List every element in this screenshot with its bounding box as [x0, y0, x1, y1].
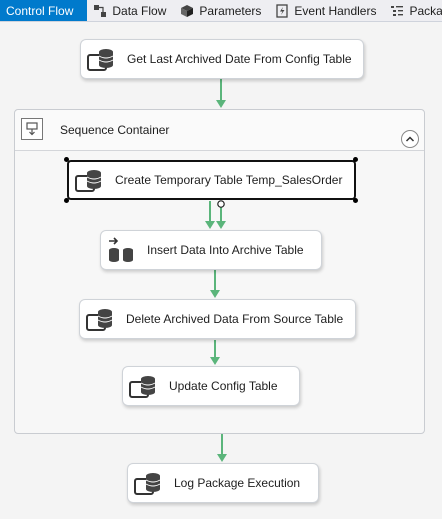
- selection-handle[interactable]: [64, 157, 69, 162]
- sequence-container-icon: [21, 118, 43, 140]
- tab-label: Data Flow: [112, 3, 167, 18]
- tab-label: Control Flow: [6, 3, 74, 18]
- selection-handle[interactable]: [353, 198, 358, 203]
- task-delete-archived-data[interactable]: Delete Archived Data From Source Table: [79, 299, 356, 339]
- task-label: Update Config Table: [169, 379, 278, 393]
- task-label: Create Temporary Table Temp_SalesOrder: [115, 173, 343, 187]
- execute-sql-task-icon: [129, 376, 156, 398]
- sequence-container-title: Sequence Container: [60, 123, 170, 137]
- parameters-icon: [181, 4, 194, 17]
- tab-label: Parameters: [199, 3, 262, 18]
- task-label: Insert Data Into Archive Table: [147, 243, 304, 257]
- task-label: Delete Archived Data From Source Table: [126, 312, 344, 326]
- tab-event-handlers[interactable]: Event Handlers: [269, 0, 384, 21]
- execute-sql-task-icon: [86, 309, 113, 331]
- chevron-up-icon[interactable]: [401, 130, 419, 148]
- tab-label: Package: [409, 3, 442, 18]
- package-explorer-icon: [391, 5, 404, 16]
- task-get-last-archived-date[interactable]: Get Last Archived Date From Config Table: [80, 39, 364, 79]
- tab-label: Event Handlers: [294, 3, 377, 18]
- event-handlers-icon: [276, 3, 289, 18]
- data-flow-icon: [94, 4, 107, 17]
- tab-data-flow[interactable]: Data Flow: [87, 0, 174, 21]
- execute-sql-task-icon: [134, 473, 161, 495]
- selection-handle[interactable]: [64, 198, 69, 203]
- tab-control-flow[interactable]: Control Flow: [0, 0, 88, 21]
- selection-handle[interactable]: [353, 157, 358, 162]
- data-flow-task-icon: [109, 237, 133, 262]
- sequence-container-header: Sequence Container: [15, 110, 424, 151]
- task-label: Log Package Execution: [174, 476, 301, 490]
- task-insert-data-into-archive[interactable]: Insert Data Into Archive Table: [100, 230, 322, 270]
- tab-parameters[interactable]: Parameters: [174, 0, 269, 21]
- task-update-config-table[interactable]: Update Config Table: [122, 366, 300, 406]
- task-log-package-execution[interactable]: Log Package Execution: [127, 463, 319, 503]
- tab-package-explorer[interactable]: Package: [384, 0, 442, 21]
- task-label: Get Last Archived Date From Config Table: [127, 52, 352, 66]
- execute-sql-task-icon: [75, 170, 102, 192]
- execute-sql-task-icon: [87, 49, 114, 71]
- task-create-temporary-table[interactable]: Create Temporary Table Temp_SalesOrder: [67, 160, 356, 200]
- designer-tab-strip: Control Flow Data Flow Parameters Event …: [0, 0, 442, 22]
